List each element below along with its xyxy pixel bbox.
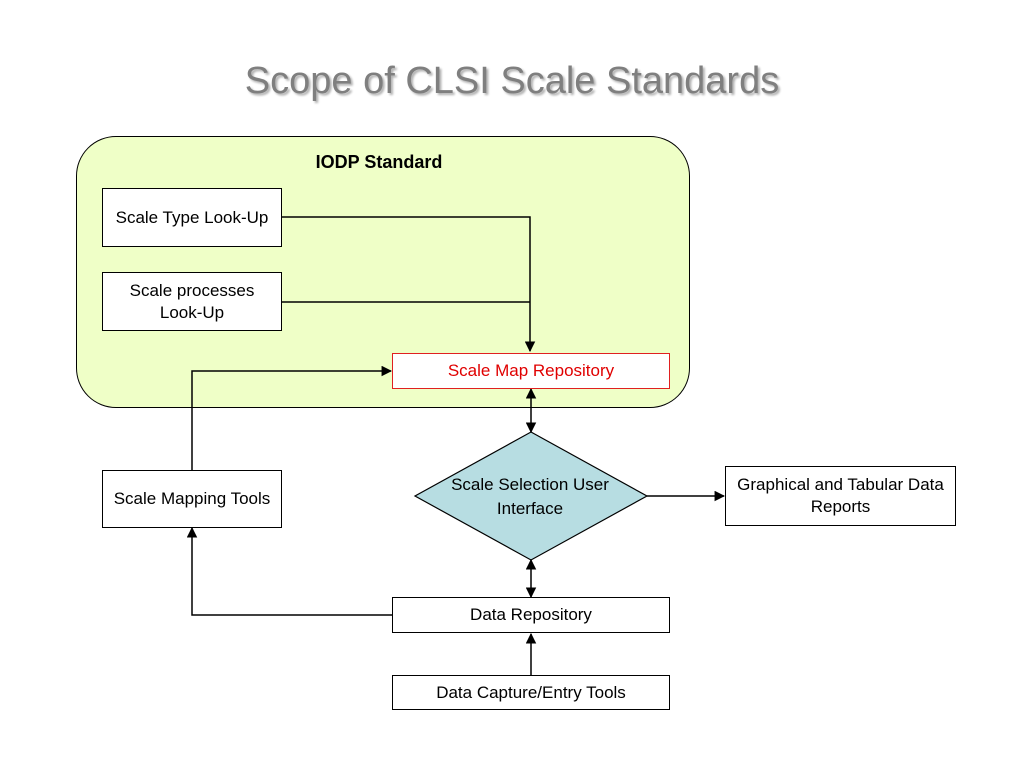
iodp-standard-label: IODP Standard [315,152,443,172]
page-title: Scope of CLSI Scale Standards [244,60,780,102]
scale-map-repository-node[interactable]: Scale Map Repository [392,353,670,389]
scale-mapping-tools-node[interactable]: Scale Mapping Tools [102,470,282,528]
graphical-reports-node[interactable]: Graphical and Tabular Data Reports [725,466,956,526]
connector-data-to-mapping-tools [186,526,392,616]
connector-mapping-tools-to-map [191,365,393,470]
connector-scale-type-to-map [281,216,536,353]
scale-type-lookup-node[interactable]: Scale Type Look-Up [102,188,282,247]
data-capture-tools-node[interactable]: Data Capture/Entry Tools [392,675,670,710]
data-repository-node[interactable]: Data Repository [392,597,670,633]
scale-selection-ui-label: Scale Selection User Interface [451,475,609,518]
scale-processes-lookup-node[interactable]: Scale processes Look-Up [102,272,282,331]
